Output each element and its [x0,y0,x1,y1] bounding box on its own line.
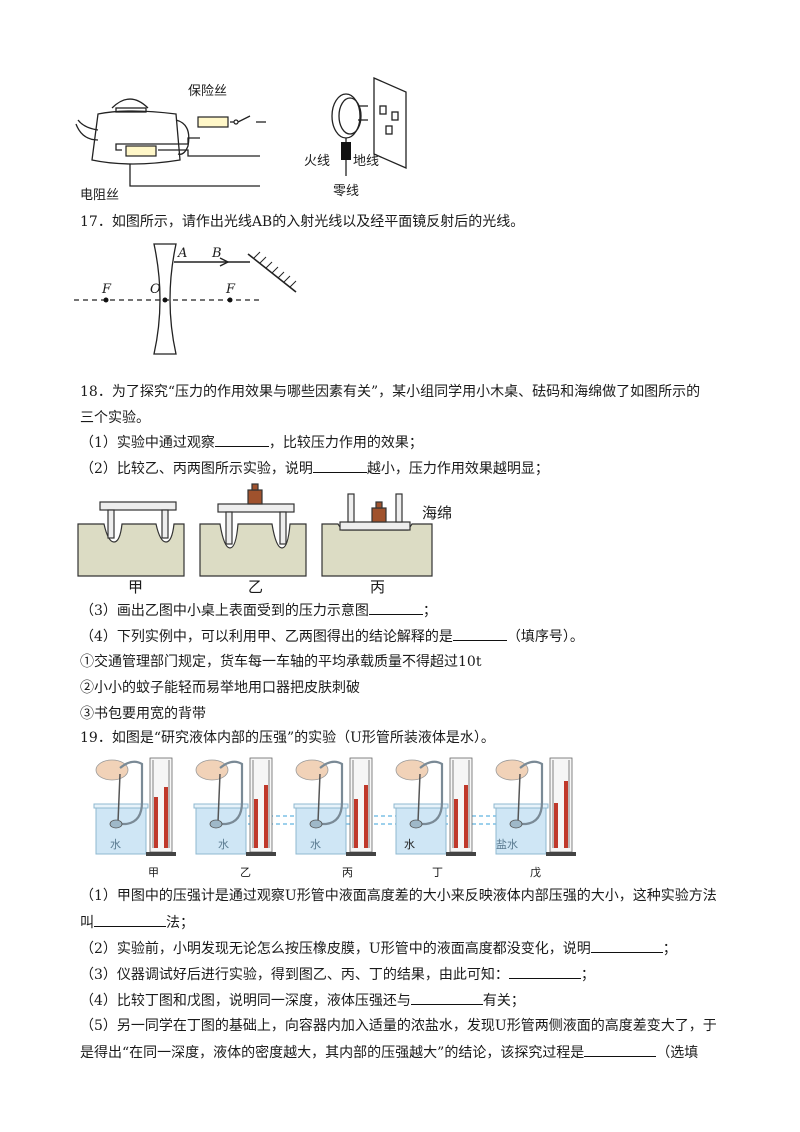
fig-label-jia: 甲 [128,578,144,596]
beaker-shape [295,805,347,855]
optical-center-label: O [150,282,161,297]
hand-shape [95,759,129,781]
hand-shape [495,759,529,781]
q19-part5-line1: （5）另一同学在丁图的基础上，向容器内加入适量的浓盐水，发现U形管两侧液面的高度… [80,1018,717,1034]
q18-option-3: ③书包要用宽的背带 [80,706,206,722]
q19-part4: （4）比较丁图和戊图，说明同一深度，液体压强还与有关； [80,990,525,1011]
fuse-label: 保险丝 [188,84,228,99]
q19-part1-line1: （1）甲图中的压强计是通过观察U形管中液面高度差的大小来反映液体内部压强的大小，… [80,888,717,904]
hand-shape [295,759,329,781]
q19-answer-blank-3[interactable] [508,964,581,979]
u-tube-liquid-right [464,785,468,848]
gauge-label-wu: 戊 [530,866,541,879]
fig-label-yi: 乙 [248,578,264,596]
hand-shape [395,759,429,781]
u-tube-liquid-right [264,785,268,848]
hand-shape [195,759,229,781]
q19-part1-line2: 叫法； [80,912,194,933]
neutral-wire-label: 零线 [333,184,360,199]
kettle-circuit-figure [75,98,266,187]
u-tube-liquid-right [564,781,568,848]
q19-answer-blank-5[interactable] [584,1042,657,1057]
beaker-label-1: 水 [110,838,121,851]
resistor-wire-shape [125,145,157,157]
gauge-label-ding: 丁 [432,866,443,879]
q18-answer-blank-2[interactable] [312,458,367,473]
q19-answer-blank-2[interactable] [590,938,663,953]
sponge-label: 海绵 [422,504,453,522]
u-tube-liquid-right [364,785,368,848]
point-a-label: A [178,246,188,261]
gauge-label-jia: 甲 [148,866,159,879]
focus-right-label: F [226,282,236,297]
q18-option-1: ①交通管理部门规定，货车每一车轴的平均承载质量不得超过10t [80,654,482,670]
fig-label-bing: 丙 [370,578,386,596]
live-wire-label: 火线 [304,154,331,169]
u-tube-liquid-left [254,799,258,848]
q19-text: 19．如图是“研究液体内部的压强”的实验（U形管所装液体是水）。 [80,730,495,746]
q18-line2: 三个实验。 [80,410,150,426]
u-tube-liquid-left [154,797,158,848]
q19-part2: （2）实验前，小明发现无论怎么按压橡皮膜，U形管中的液面高度都没变化，说明； [80,938,677,959]
gauge-label-bing: 丙 [342,866,353,879]
u-tube-liquid-left [354,799,358,848]
sponge-experiment-figure [77,483,433,577]
beaker-shape [95,805,147,855]
q18-part1: （1）实验中通过观察，比较压力作用的效果； [80,432,423,453]
q19-answer-blank-4[interactable] [410,990,483,1005]
plug-socket-figure [331,77,407,176]
beaker-label-3: 水 [310,838,321,851]
q18-answer-blank-4[interactable] [452,626,507,641]
q18-part2: （2）比较乙、丙两图所示实验，说明越小，压力作用效果越明显； [80,458,549,479]
earth-wire-label: 地线 [353,154,380,169]
gauge-label-yi: 乙 [240,866,251,879]
resistor-label: 电阻丝 [80,188,120,203]
u-tube-liquid-left [454,799,458,848]
q18-option-2: ②小小的蚊子能轻而易举地用口器把皮肤刺破 [80,680,360,696]
u-tube-liquid-left [554,803,558,848]
beaker-label-2: 水 [218,838,229,851]
beaker-label-5: 盐水 [496,838,518,851]
q19-part3: （3）仪器调试好后进行实验，得到图乙、丙、丁的结果，由此可知：； [80,964,595,985]
q18-part4: （4）下列实例中，可以利用甲、乙两图得出的结论解释的是（填序号）。 [80,626,584,647]
q19-answer-blank-1[interactable] [94,912,166,927]
q17-text: 17．如图所示，请作出光线AB的入射光线以及经平面镜反射后的光线。 [80,214,525,230]
pressure-gauge-figure [93,757,576,856]
q19-part5-line2: 是得出“在同一深度，液体的密度越大，其内部的压强越大”的结论，该探究过程是（选填 [80,1042,698,1063]
lens-mirror-figure [74,243,297,355]
point-b-label: B [212,246,222,261]
q18-answer-blank-3[interactable] [368,600,423,615]
q18-part3: （3）画出乙图中小桌上表面受到的压力示意图； [80,600,437,621]
fuse-shape [197,116,229,128]
beaker-shape [395,805,447,855]
beaker-label-4: 水 [404,838,415,851]
u-tube-liquid-right [164,787,168,848]
beaker-shape [195,805,247,855]
q18-line1: 18．为了探究“压力的作用效果与哪些因素有关”，某小组同学用小木桌、砝码和海绵做… [80,384,701,400]
q18-answer-blank-1[interactable] [214,432,269,447]
focus-left-label: F [102,282,112,297]
